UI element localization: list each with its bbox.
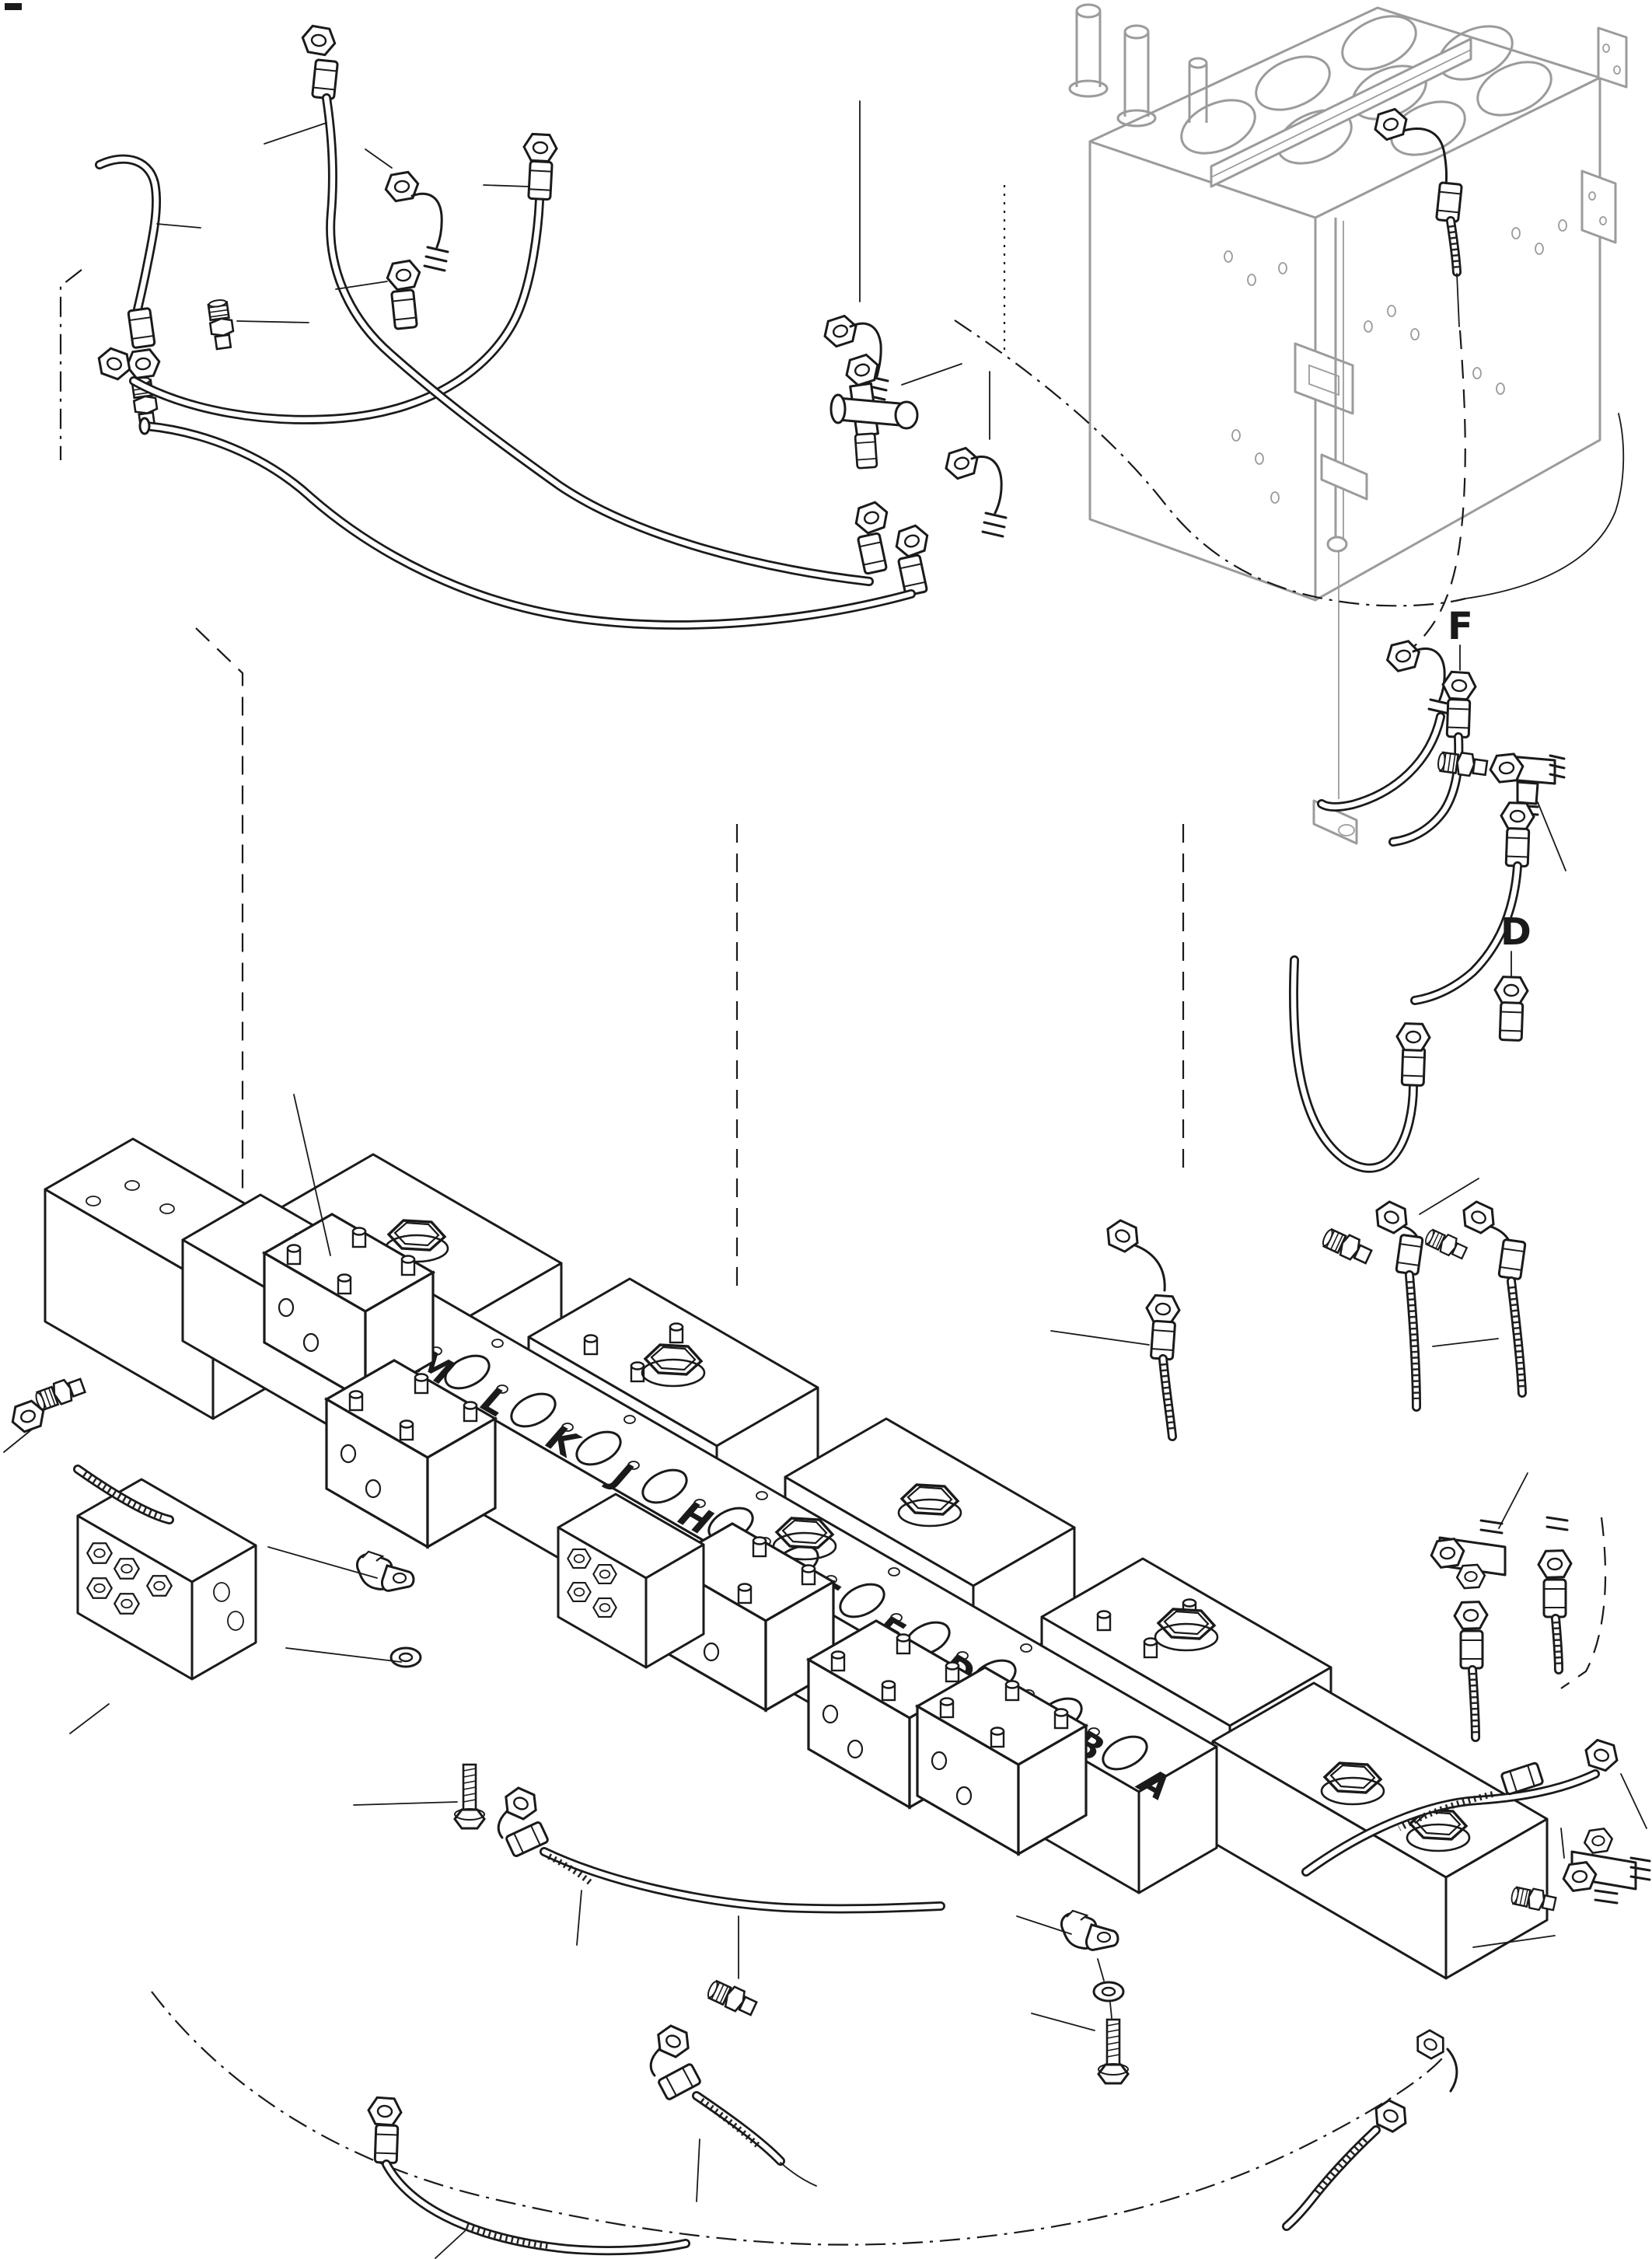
page-corner-mark	[5, 3, 22, 10]
hose-middle-right	[1301, 1736, 1622, 1877]
hex-bolt	[453, 1763, 486, 1830]
washer	[389, 1646, 422, 1668]
hose-label-f: F	[1448, 605, 1473, 648]
hose-long-top-center	[299, 23, 874, 586]
hydraulic-tank	[1068, 3, 1628, 845]
tank-linkage-rod	[1312, 218, 1368, 845]
tank-mounting-rail	[1210, 37, 1472, 188]
manifold-back-blocks	[271, 1153, 1549, 1980]
control-valve-manifold: N M L K J H G F E D C B A	[6, 1137, 1549, 1980]
tank-access-plate	[1294, 342, 1354, 415]
cross-fitting-cluster	[819, 312, 1008, 597]
bottom-left-parts	[355, 1550, 945, 2256]
leader-lines	[3, 100, 1647, 2259]
hex-bolt	[1097, 2018, 1130, 2085]
right-side-fittings	[1101, 1197, 1527, 1441]
lower-right-tee-cluster	[1428, 1516, 1573, 1742]
hose-clamp	[1060, 1909, 1119, 1951]
bottom-right-tee	[1509, 1826, 1651, 1914]
connector-nipple	[206, 297, 237, 351]
washer	[1092, 1981, 1125, 2002]
hose-clamp	[355, 1550, 415, 1592]
tank-return-fitting	[1370, 105, 1463, 327]
hose-bottom-right-corner	[1282, 2025, 1458, 2231]
manifold-left-fittings	[6, 1374, 174, 1524]
cross-fitting	[829, 351, 919, 470]
connector-nipple	[704, 1976, 760, 2019]
manifold-small-holes	[299, 1262, 1100, 1737]
hose-assembly-d: D	[1288, 910, 1532, 1173]
tank-filler-pipes	[1068, 3, 1208, 127]
tank-brackets	[1580, 26, 1628, 244]
manifold-solenoid-blocks	[76, 1214, 1086, 1854]
bottom-center-parts	[1060, 1909, 1130, 2085]
hose-assembly-top-left	[93, 132, 559, 428]
hose-label-d: D	[1500, 910, 1532, 954]
hose-assembly-f: F	[1317, 605, 1566, 1005]
hose-long-sweep-2	[138, 417, 916, 630]
tank-bolt-holes	[1224, 219, 1567, 504]
